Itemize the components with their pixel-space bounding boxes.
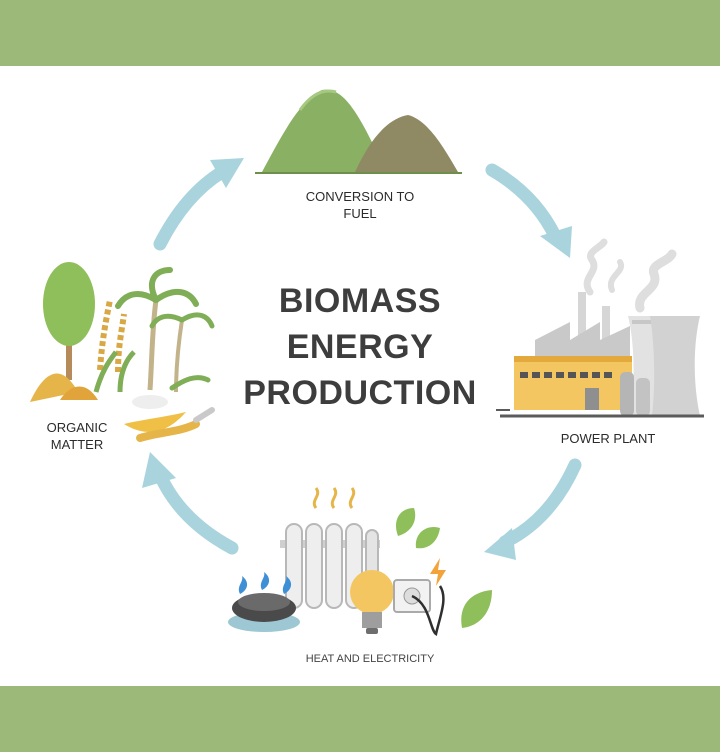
power-plant-icon (496, 238, 704, 418)
stage-label-line: MATTER (50, 437, 104, 452)
stove-icon (228, 572, 300, 632)
stage-label-conversion-to-fuel: CONVERSION TO FUEL (290, 188, 430, 222)
stage-label-line: POWER PLANT (560, 431, 656, 446)
stage-label-line: HEAT AND ELECTRICITY (305, 653, 435, 665)
stage-label-heat-and-electricity: HEAT AND ELECTRICITY (280, 651, 460, 668)
lightbulb-icon (350, 570, 394, 634)
title-line-1: BIOMASS (278, 282, 442, 320)
stage-label-line: ORGANIC (46, 420, 108, 435)
grain-icon (30, 299, 200, 442)
title-line-3: PRODUCTION (243, 374, 477, 412)
stage-label-organic-matter: ORGANIC MATTER (22, 419, 132, 453)
leaf-icon (395, 508, 492, 628)
stage-label-line: CONVERSION TO (305, 189, 415, 204)
title-line-2: ENERGY (286, 328, 434, 366)
stage-label-line: FUEL (343, 206, 377, 221)
cycle-arrow-bottom-right (484, 458, 582, 560)
cycle-arrow-bottom-left (142, 452, 239, 555)
bottom-band (0, 686, 720, 752)
diagram-title: BIOMASS ENERGY PRODUCTION (220, 278, 500, 416)
cycle-arrow-top-right (485, 163, 572, 258)
outlet-icon (393, 558, 446, 637)
top-band (0, 0, 720, 66)
palm-icon (115, 267, 215, 423)
cycle-arrow-top-left (153, 158, 244, 251)
tree-icon (43, 262, 95, 380)
stage-label-power-plant: POWER PLANT (548, 430, 668, 447)
mountains-icon (255, 89, 462, 174)
